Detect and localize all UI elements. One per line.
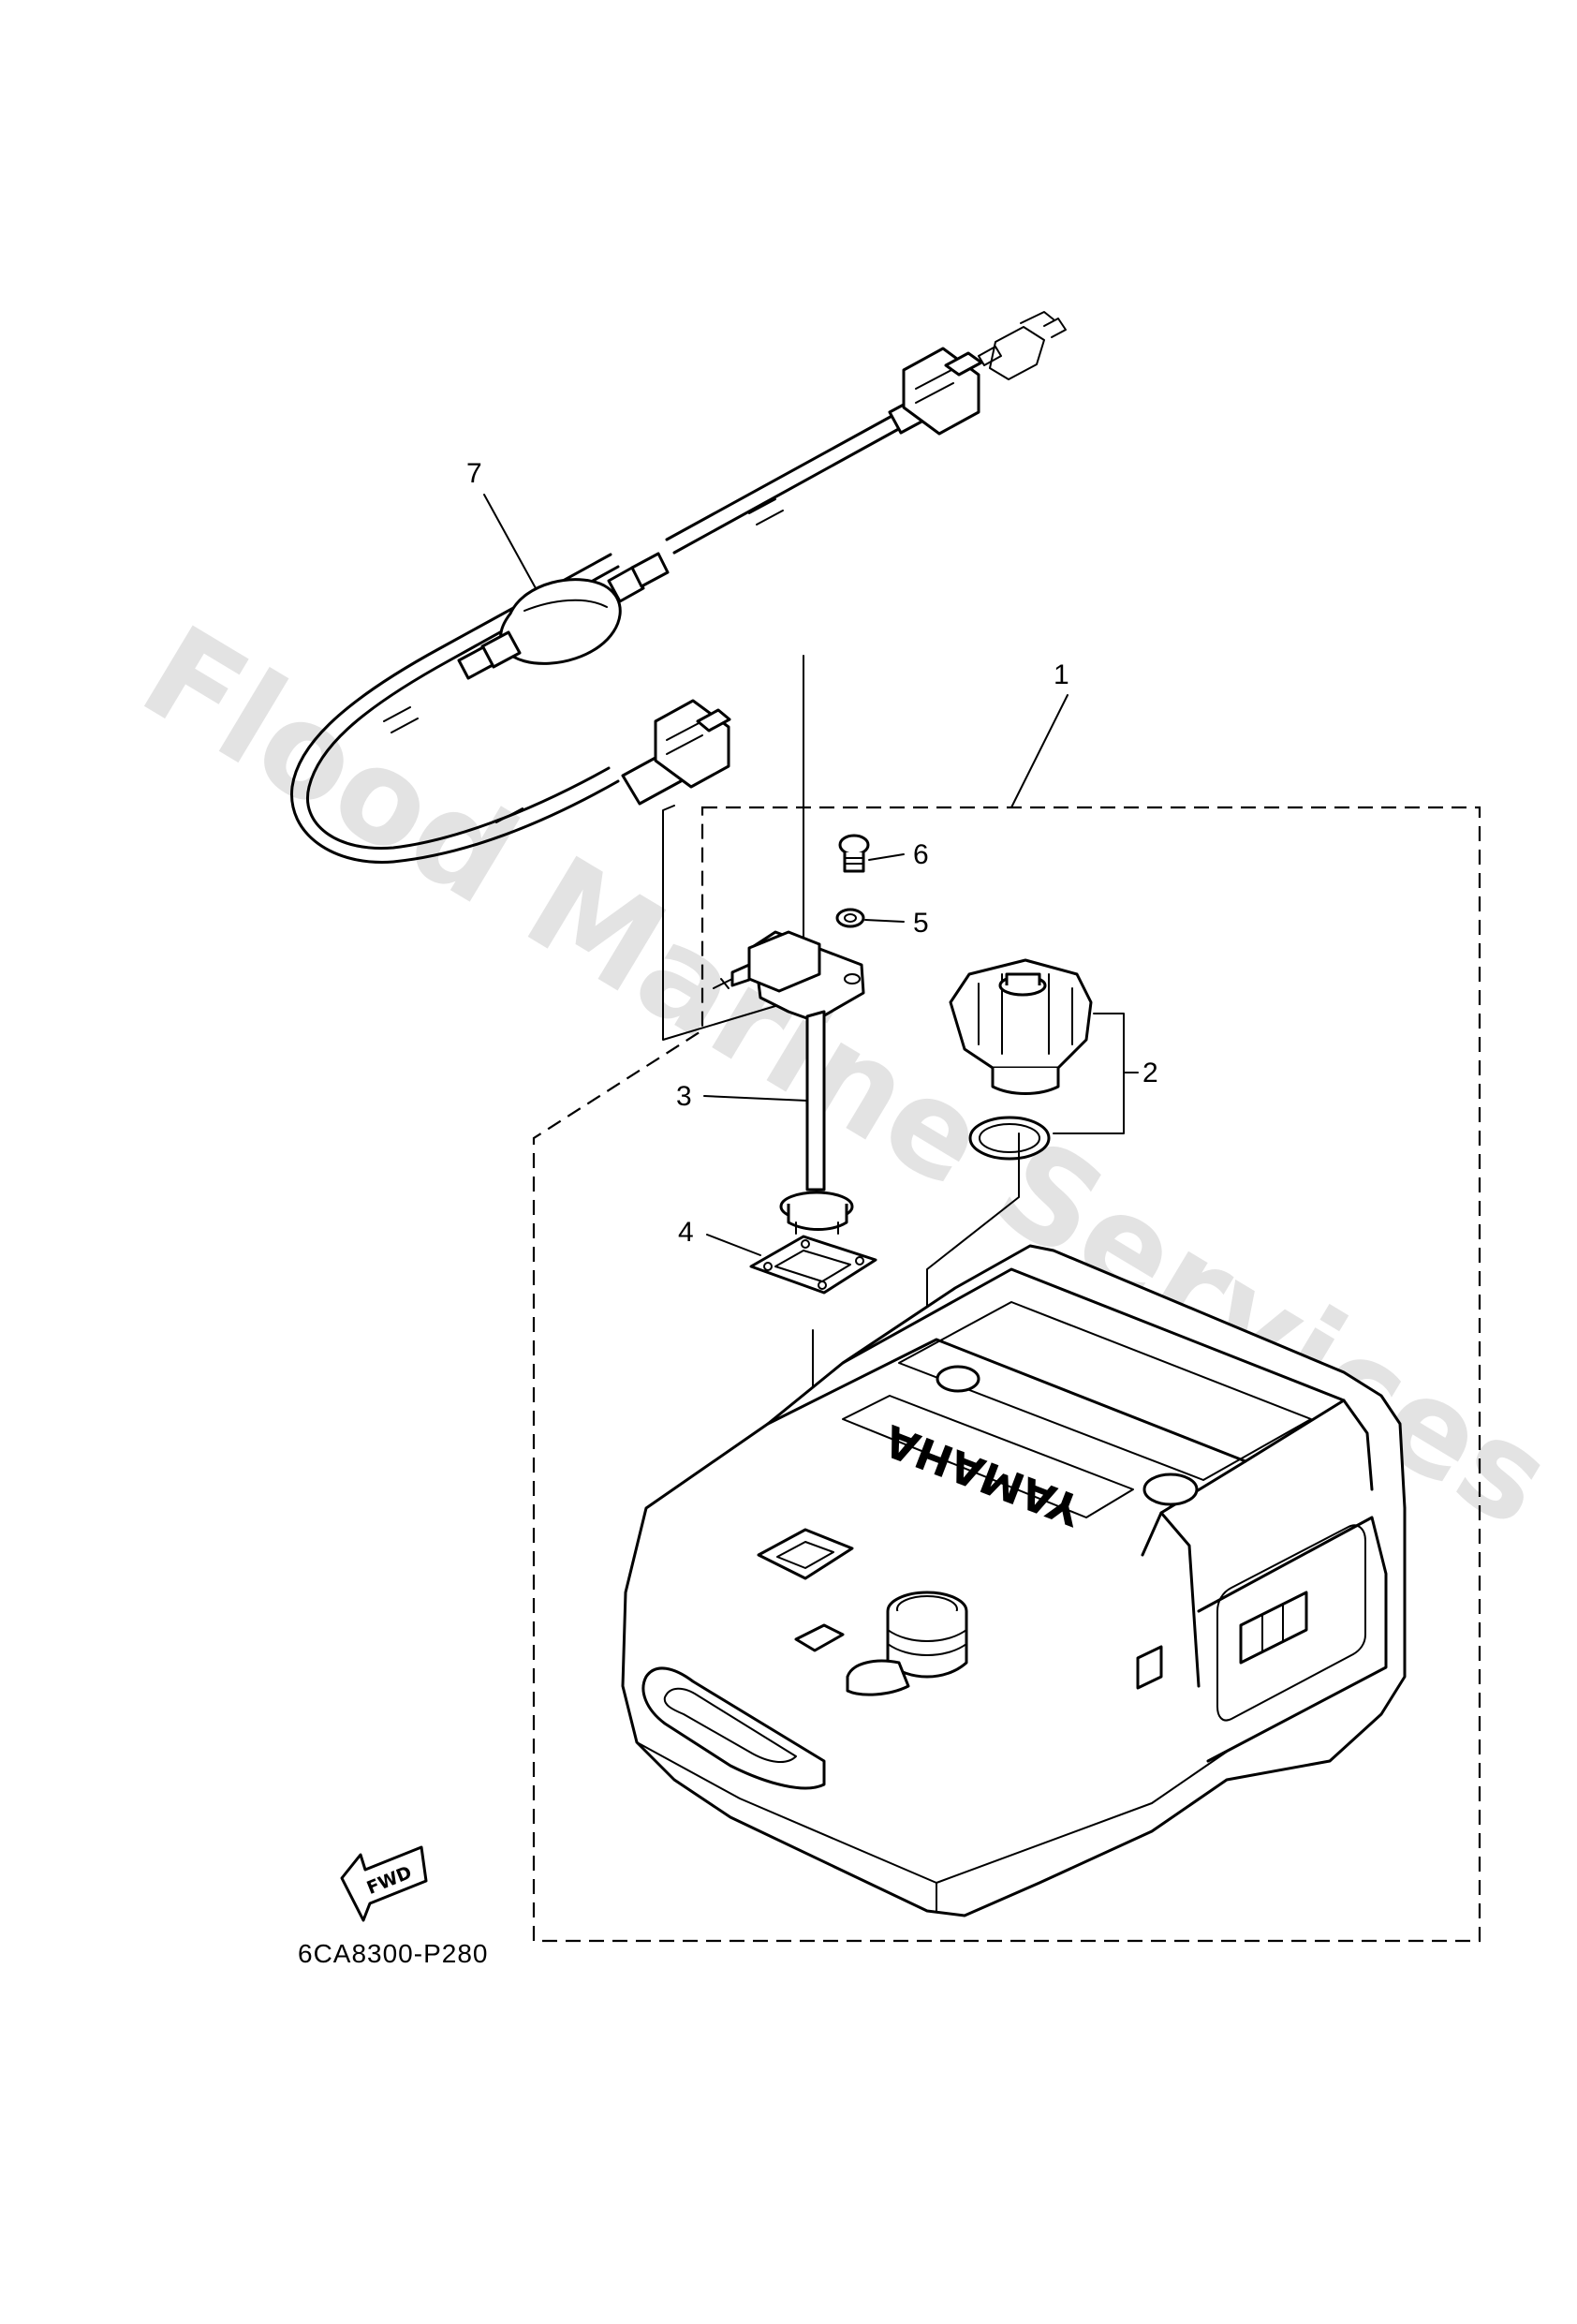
callout-6: 6: [868, 839, 929, 870]
tank-assembly-boundary: [532, 806, 1481, 1943]
callout-1: 1: [1010, 659, 1069, 808]
fuel-tank: YAMAHA: [621, 1244, 1407, 1917]
callout-6-number: 6: [913, 839, 929, 870]
callout-3: 3: [676, 1081, 808, 1112]
tank-side-connector: [621, 699, 731, 806]
callout-2: 2: [1053, 1013, 1158, 1134]
callout-2-number: 2: [1142, 1058, 1158, 1088]
washer: [835, 908, 865, 928]
engine-side-connector: [888, 347, 983, 436]
fwd-arrow-icon: FWD: [340, 1845, 428, 1922]
callout-4-number: 4: [678, 1217, 694, 1248]
callout-3-number: 3: [676, 1081, 692, 1112]
fuel-cap: [949, 958, 1093, 1095]
engine-fitting: [978, 311, 1067, 380]
callout-7-number: 7: [466, 458, 482, 489]
cap-gasket: [968, 1116, 1051, 1161]
screw: [838, 834, 870, 873]
gasket: [749, 1235, 877, 1295]
callout-5-number: 5: [913, 908, 929, 939]
callout-5: 5: [864, 908, 929, 939]
callout-4: 4: [678, 1217, 761, 1256]
callout-7: 7: [466, 458, 537, 589]
part-code-label: 6CA8300-P280: [298, 1939, 488, 1968]
fuel-hose-assembly: [290, 311, 1067, 864]
callout-1-number: 1: [1054, 659, 1069, 690]
fuel-pickup-assembly: [713, 930, 865, 1235]
primer-bulb: [457, 552, 670, 680]
